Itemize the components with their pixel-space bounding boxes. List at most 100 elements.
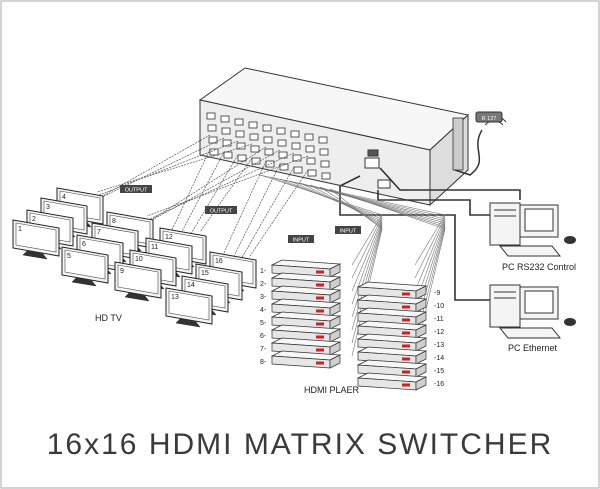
- output-cable: [185, 154, 239, 243]
- output-cable: [146, 155, 309, 217]
- hdmi-port: [262, 124, 272, 132]
- output-cable: [131, 152, 295, 228]
- input-tag-2-text: INPUT: [340, 229, 357, 235]
- hdmi-port: [207, 124, 217, 132]
- player-number: -14: [434, 355, 444, 362]
- player-number: 5-: [260, 320, 267, 327]
- hdtv-screen: 1: [12, 219, 60, 260]
- hdmi-port: [292, 154, 302, 162]
- player-number: 6-: [260, 333, 267, 340]
- hdmi-port: [293, 166, 303, 174]
- antenna-tag-text: R 127: [482, 116, 497, 122]
- output-cable: [249, 169, 309, 257]
- hdtv-number: 1: [18, 226, 22, 233]
- hdmi-port: [265, 160, 275, 168]
- hdmi-port: [290, 130, 300, 138]
- hdtv-number: 7: [97, 229, 101, 236]
- hdmi-port: [318, 136, 328, 144]
- hdtv-number: 12: [165, 234, 173, 241]
- hdmi-port: [277, 139, 287, 147]
- hdmi-player: -15: [356, 359, 444, 378]
- hdtv-number: 16: [215, 258, 223, 265]
- hdtv-number: 9: [120, 268, 124, 275]
- hdmi-port: [319, 148, 329, 156]
- hdtv-number: 15: [201, 270, 209, 277]
- antenna-module: [454, 111, 507, 176]
- hdtv-number: 14: [187, 282, 195, 289]
- player-number: 8-: [260, 359, 267, 366]
- output-cable: [154, 148, 211, 267]
- input-tag-1-text: INPUT: [293, 238, 310, 244]
- hdtv-screen: 13: [165, 287, 213, 328]
- hdmi-player: -16: [356, 372, 444, 391]
- input-tag-1: INPUT: [288, 235, 314, 244]
- hdmi-port: [279, 163, 289, 171]
- hdmi-port: [236, 142, 246, 150]
- hdmi-player-label: HDMI PLAER: [304, 385, 360, 395]
- hdtv-number: 13: [171, 294, 179, 301]
- hdtv-number: 11: [151, 244, 158, 251]
- player-number: 2-: [260, 281, 267, 288]
- hdmi-port: [250, 145, 260, 153]
- hdmi-port: [209, 148, 219, 156]
- hdmi-port: [276, 127, 286, 135]
- hdtv-number: 3: [46, 204, 50, 211]
- hdtv-screen: 9: [114, 261, 162, 302]
- control-cables: [339, 167, 521, 301]
- hdmi-port: [221, 127, 231, 135]
- pc-rs232-label: PC RS232 Control: [502, 262, 576, 272]
- hdmi-port: [223, 151, 233, 159]
- output-cable: [80, 140, 239, 203]
- hdmi-port: [234, 118, 244, 126]
- pc-ethernet: [489, 284, 576, 339]
- hdmi-player: 8-: [260, 350, 342, 369]
- output-tag-2-text: OUTPUT: [210, 209, 233, 215]
- hdmi-port-grid: [206, 112, 331, 180]
- hdtv-label: HD TV: [95, 313, 122, 323]
- player-number: -10: [434, 303, 444, 310]
- player-number: -16: [434, 381, 444, 388]
- output-cable: [199, 157, 253, 233]
- hdmi-port: [264, 148, 274, 156]
- hdmi-port: [321, 172, 331, 180]
- hdmi-port: [237, 154, 247, 162]
- output-cable: [235, 166, 295, 269]
- pc-rs232: [489, 202, 576, 257]
- player-number: 7-: [260, 346, 267, 353]
- hdmi-port: [235, 130, 245, 138]
- player-number: -15: [434, 368, 444, 375]
- output-tag-1-text: OUTPUT: [125, 188, 148, 194]
- hdmi-port: [220, 115, 230, 123]
- player-number: -12: [434, 329, 444, 336]
- hdmi-port: [305, 145, 315, 153]
- player-number: 4-: [260, 307, 267, 314]
- hdtv-number: 4: [62, 194, 66, 201]
- hdmi-port: [304, 133, 314, 141]
- matrix-switcher: [198, 67, 470, 207]
- hdtv-number: 5: [67, 253, 71, 260]
- hdmi-port: [320, 160, 330, 168]
- hdmi-port: [248, 121, 258, 129]
- input-tag-2: INPUT: [335, 226, 361, 235]
- output-cable: [101, 146, 267, 252]
- hdmi-port: [222, 139, 232, 147]
- hdtv-number: 8: [112, 218, 116, 225]
- output-tag-1: OUTPUT: [120, 185, 152, 194]
- hdtv-screen: 5: [61, 246, 109, 287]
- player-number: 3-: [260, 294, 267, 301]
- input-cable: [269, 176, 383, 279]
- hdmi-port: [263, 136, 273, 144]
- control-ports: [364, 149, 391, 189]
- hdtv-number: 2: [32, 216, 36, 223]
- hdmi-port: [306, 157, 316, 165]
- output-cable: [96, 143, 253, 193]
- hdmi-port: [291, 142, 301, 150]
- hdtv-number: 6: [82, 241, 86, 248]
- player-number: -13: [434, 342, 444, 349]
- hdmi-port: [307, 169, 317, 177]
- hdmi-player: 4-: [260, 298, 342, 317]
